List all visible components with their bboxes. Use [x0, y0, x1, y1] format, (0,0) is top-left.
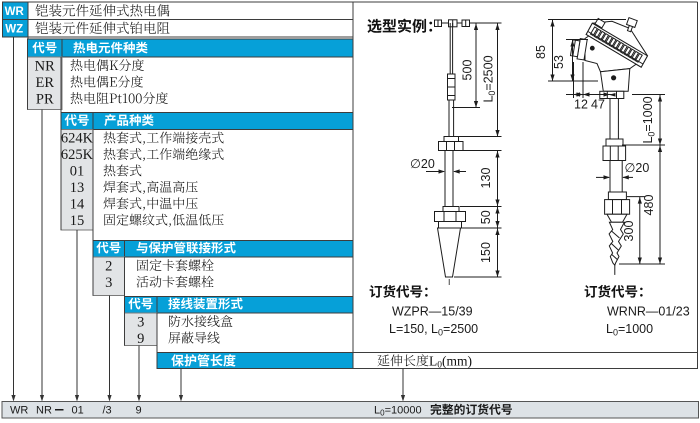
svg-text:ER: ER: [35, 75, 54, 91]
svg-text:2: 2: [105, 258, 112, 274]
svg-text:NR: NR: [36, 405, 52, 417]
svg-text:150: 150: [479, 242, 493, 263]
svg-text:01: 01: [72, 405, 84, 417]
svg-text:624K: 624K: [61, 131, 94, 147]
svg-text:9: 9: [137, 331, 144, 347]
svg-text:12: 12: [574, 98, 588, 112]
svg-text:53: 53: [552, 55, 566, 69]
svg-text:PR: PR: [36, 91, 54, 107]
svg-text:L0(mm): L0(mm): [429, 353, 472, 370]
svg-text:480: 480: [642, 195, 656, 216]
svg-text:WR: WR: [5, 6, 25, 18]
svg-text:WZPR—15/39: WZPR—15/39: [392, 305, 473, 319]
svg-text:/3: /3: [103, 405, 112, 417]
svg-text:50: 50: [479, 210, 493, 224]
svg-text:625K: 625K: [61, 147, 94, 163]
svg-text:WR: WR: [10, 405, 28, 417]
svg-text:WZ: WZ: [5, 24, 23, 36]
svg-text:WRNR—01/23: WRNR—01/23: [607, 305, 690, 319]
svg-text:L0=2500: L0=2500: [482, 55, 498, 102]
svg-text:∅20: ∅20: [625, 161, 650, 175]
svg-text:130: 130: [479, 168, 493, 189]
svg-text:NR: NR: [35, 58, 55, 74]
svg-text:01: 01: [70, 164, 85, 180]
svg-text:14: 14: [70, 196, 85, 212]
svg-text:L=150, L0=2500: L=150, L0=2500: [389, 322, 478, 338]
svg-text:L0=10000: L0=10000: [374, 405, 422, 418]
svg-text:L0=1000: L0=1000: [641, 96, 657, 143]
svg-text:500: 500: [461, 60, 475, 81]
svg-text:300: 300: [622, 221, 636, 242]
svg-text:85: 85: [534, 45, 548, 59]
svg-text:47: 47: [591, 98, 605, 112]
svg-text:9: 9: [136, 405, 142, 417]
svg-text:3: 3: [137, 314, 144, 330]
svg-text:∅20: ∅20: [410, 157, 435, 171]
svg-text:3: 3: [105, 275, 112, 291]
svg-text:L0=1000: L0=1000: [606, 322, 653, 338]
svg-text:13: 13: [70, 180, 85, 196]
svg-text:15: 15: [70, 213, 85, 229]
